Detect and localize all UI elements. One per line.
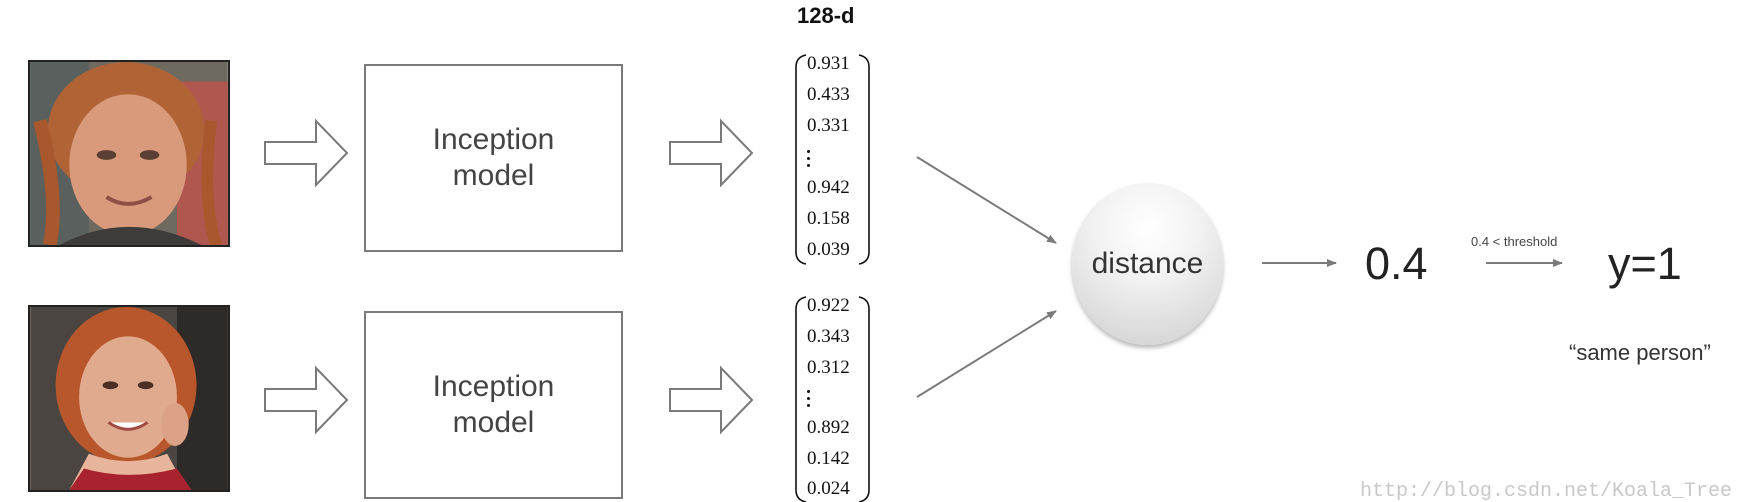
vector-1-value: 0.158	[807, 208, 850, 229]
distance-node-label: distance	[1091, 247, 1204, 280]
vector-2-value: 0.892	[807, 417, 850, 438]
block-arrow-model-to-vector-1	[669, 118, 754, 188]
model-label-2-line2: model	[452, 406, 535, 439]
vector-1-value: 0.039	[807, 239, 850, 260]
model-label-1: Inception model	[404, 122, 584, 194]
result-caption: “same person”	[1569, 340, 1711, 365]
vector-1-ellipsis	[807, 150, 811, 171]
model-label-1-line2: model	[452, 159, 535, 192]
arrow-vector2-to-distance	[916, 310, 1057, 398]
distance-node: distance	[1072, 183, 1223, 345]
block-arrow-image-to-model-2	[264, 365, 349, 435]
vector-1-left-paren	[795, 54, 807, 265]
face-image-2	[30, 307, 228, 490]
vector-1-value: 0.931	[807, 53, 850, 74]
inception-model-box-1: Inception model	[364, 64, 623, 252]
face-image-1	[30, 62, 228, 245]
threshold-label: 0.4 < threshold	[1471, 234, 1558, 249]
watermark: http://blog.csdn.net/Koala_Tree	[1360, 480, 1733, 502]
model-label-1-line1: Inception	[432, 123, 555, 156]
model-label-2-line1: Inception	[432, 370, 555, 403]
arrow-vector1-to-distance	[916, 156, 1057, 244]
embedding-vector-1: 0.931 0.433 0.331 0.942 0.158 0.039	[797, 52, 869, 266]
vector-1-right-paren	[858, 54, 870, 265]
vector-1-value: 0.331	[807, 115, 850, 136]
vector-1-value: 0.433	[807, 84, 850, 105]
vector-1-value: 0.942	[807, 177, 850, 198]
vector-2-left-paren	[795, 296, 807, 502]
vector-2-right-paren	[858, 296, 870, 502]
vector-2-value: 0.922	[807, 295, 850, 316]
vector-2-ellipsis	[807, 390, 811, 411]
embedding-vector-2: 0.922 0.343 0.312 0.892 0.142 0.024	[797, 294, 869, 502]
vector-2-value: 0.142	[807, 448, 850, 469]
output-label: y=1	[1608, 238, 1682, 289]
model-label-2: Inception model	[404, 369, 584, 441]
vector-2-value: 0.312	[807, 357, 850, 378]
face-photo-1	[28, 60, 230, 247]
vector-2-value: 0.024	[807, 478, 850, 499]
vector-2-value: 0.343	[807, 326, 850, 347]
block-arrow-model-to-vector-2	[669, 365, 754, 435]
inception-model-box-2: Inception model	[364, 311, 623, 499]
face-photo-2	[28, 305, 230, 492]
embedding-dimension-label: 128-d	[797, 3, 855, 28]
distance-value: 0.4	[1365, 238, 1428, 289]
block-arrow-image-to-model-1	[264, 118, 349, 188]
